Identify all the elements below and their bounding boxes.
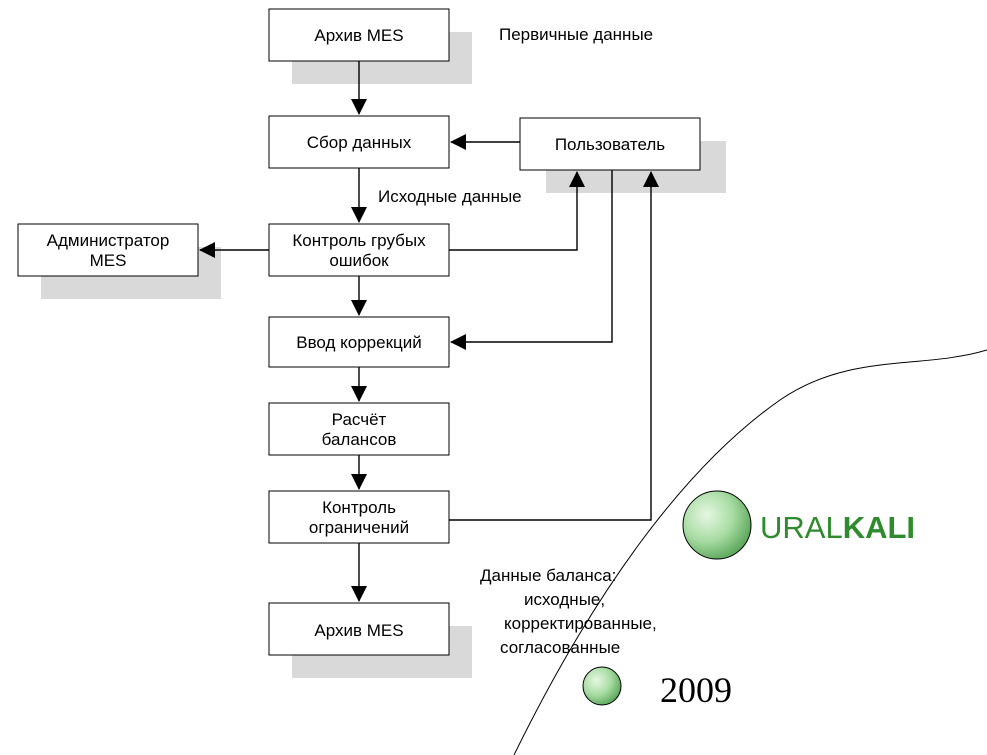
box-archive-bottom (268, 602, 450, 656)
arrow-gross-to-user (449, 171, 585, 251)
box-constraints-label-2: ограничений (309, 518, 409, 537)
arrow-user-to-corrections (450, 170, 613, 350)
label-balance-3: корректированные, (504, 614, 657, 633)
logo-ural: URAL (760, 510, 843, 545)
box-gross-label-2: ошибок (329, 251, 389, 270)
logo-kali: KALI (843, 510, 915, 545)
box-collect (268, 115, 450, 169)
orbit-arc (513, 349, 987, 755)
box-calc-label-1: Расчёт (332, 410, 387, 429)
logo-sphere-large-icon (682, 490, 752, 560)
box-user-label: Пользователь (555, 135, 665, 154)
box-admin-label-1: Администратор (47, 231, 170, 250)
box-corrections-label: Ввод коррекций (296, 333, 422, 352)
box-admin (17, 223, 199, 277)
box-gross-label-1: Контроль грубых (292, 231, 426, 250)
label-primary-data: Первичные данные (499, 25, 653, 44)
box-archive-bottom-label: Архив MES (314, 621, 403, 640)
box-calc-balances (268, 402, 450, 456)
label-balance-2: исходные, (524, 590, 605, 609)
label-balance-1: Данные баланса: (480, 566, 616, 585)
logo-sphere-small-icon (582, 666, 622, 706)
label-source-data: Исходные данные (378, 187, 522, 206)
box-archive-top (268, 8, 450, 62)
box-archive-top-label: Архив MES (314, 26, 403, 45)
box-user (519, 117, 701, 171)
box-calc-label-2: балансов (322, 430, 397, 449)
box-constraints-label-1: Контроль (322, 498, 396, 517)
logo-year: 2009 (660, 670, 732, 710)
box-constraints (268, 490, 450, 544)
box-admin-label-2: MES (90, 251, 127, 270)
arrow-constraints-to-user (449, 171, 659, 521)
box-collect-label: Сбор данных (307, 133, 412, 152)
label-balance-4: согласованные (500, 638, 620, 657)
logo-wordmark: URALKALI (760, 510, 915, 545)
